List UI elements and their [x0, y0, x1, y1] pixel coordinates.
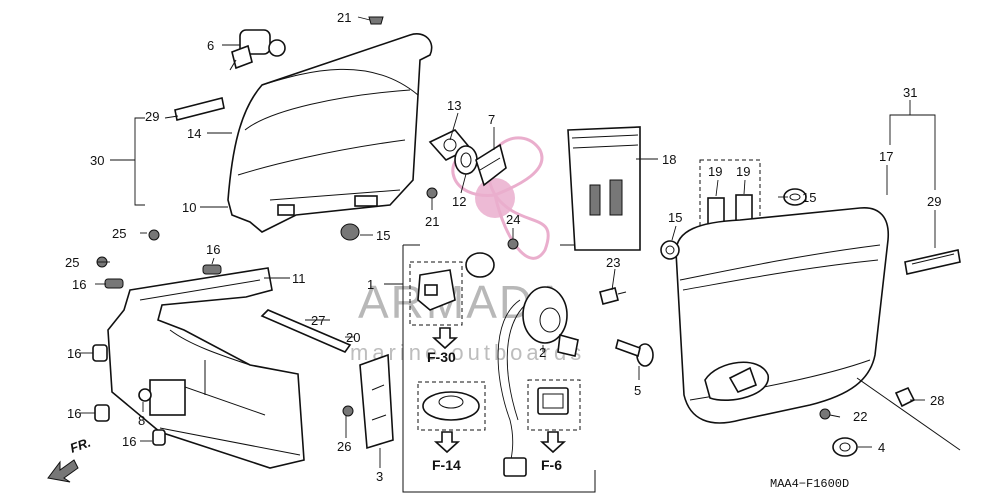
- emblem-strip-left: [174, 97, 225, 121]
- callout-16-d: 16: [67, 406, 81, 421]
- leader-lines: [80, 16, 936, 468]
- callout-23: 23: [606, 255, 620, 270]
- callout-18: 18: [662, 152, 676, 167]
- callout-26: 26: [337, 439, 351, 454]
- callout-3: 3: [376, 469, 383, 484]
- front-label: FR.: [68, 435, 93, 456]
- callout-15-left: 15: [376, 228, 390, 243]
- decal-sheet: [567, 126, 641, 251]
- ref-arrows: [431, 327, 567, 454]
- callout-21-mid: 21: [425, 214, 439, 229]
- propeller-logo: [451, 136, 550, 260]
- callout-30: 30: [90, 153, 104, 168]
- callout-16-e: 16: [122, 434, 136, 449]
- ref-f30: F-30: [427, 349, 456, 365]
- callout-15-mid: 15: [668, 210, 682, 225]
- callout-11: 11: [292, 271, 306, 286]
- callout-7: 7: [488, 112, 495, 127]
- callout-21-top: 21: [337, 10, 351, 25]
- callout-16-a: 16: [206, 242, 220, 257]
- callout-25-upper: 25: [112, 226, 126, 241]
- callout-13: 13: [447, 98, 461, 113]
- bracket-7: [475, 143, 507, 187]
- relay-f6: [537, 387, 569, 415]
- callouts: 21 6 29 30 14 10 13 7 12 21 15 24 18 19 …: [65, 10, 944, 491]
- callout-16-c: 16: [67, 346, 81, 361]
- seal-strip: [260, 309, 352, 353]
- cap-f14: [422, 391, 480, 421]
- callout-28: 28: [930, 393, 944, 408]
- ignition-switch: [465, 252, 579, 477]
- callout-1: 1: [367, 277, 374, 292]
- callout-22: 22: [853, 409, 867, 424]
- inner-plate: [359, 353, 394, 450]
- callout-10: 10: [182, 200, 196, 215]
- callout-20: 20: [346, 330, 360, 345]
- callout-6: 6: [207, 38, 214, 53]
- bolt-24: [507, 238, 519, 250]
- callout-19-b: 19: [736, 164, 750, 179]
- lower-frame: [107, 267, 305, 469]
- callout-17: 17: [879, 149, 893, 164]
- key-5: [615, 338, 654, 367]
- right-cover: [675, 207, 889, 424]
- grommets-left: [92, 187, 438, 446]
- callout-29-left: 29: [145, 109, 159, 124]
- callout-12: 12: [452, 194, 466, 209]
- ref-f6: F-6: [541, 457, 562, 473]
- edge-line: [856, 377, 961, 451]
- callout-14: 14: [187, 126, 201, 141]
- callout-24: 24: [506, 212, 520, 227]
- callout-2: 2: [539, 345, 546, 360]
- callout-15-right: 15: [802, 190, 816, 205]
- callout-5: 5: [634, 383, 641, 398]
- fasteners-right: [819, 386, 916, 457]
- assembly-box: [402, 244, 596, 493]
- grommet-ring: [454, 145, 478, 175]
- callout-4: 4: [878, 440, 885, 455]
- clip-top: [368, 16, 384, 25]
- lever-knob: [229, 29, 286, 71]
- grommets-15: [660, 188, 807, 260]
- ref-f14: F-14: [432, 457, 461, 473]
- front-arrow: [47, 459, 79, 483]
- callout-8: 8: [138, 413, 145, 428]
- callout-19-a: 19: [708, 164, 722, 179]
- screw-23: [599, 287, 627, 305]
- emblem-strip-right: [904, 249, 961, 275]
- upper-cover-left: [227, 33, 433, 233]
- callout-25-lower: 25: [65, 255, 79, 270]
- callout-16-b: 16: [72, 277, 86, 292]
- switch-f30: [417, 269, 456, 311]
- callout-27: 27: [311, 313, 325, 328]
- callout-29-right: 29: [927, 194, 941, 209]
- diagram-code: MAA4−F1600D: [770, 477, 849, 491]
- callout-31: 31: [903, 85, 917, 100]
